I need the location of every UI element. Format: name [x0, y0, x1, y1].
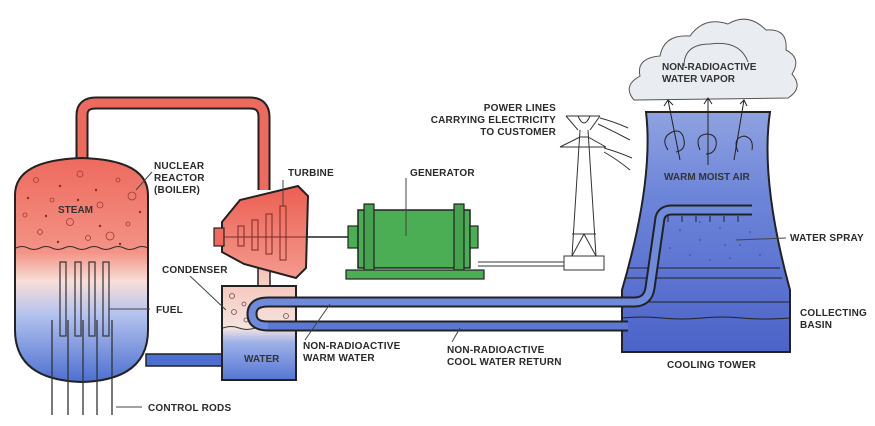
reactor-label-line3: (BOILER)	[154, 185, 200, 196]
turbine-label: TURBINE	[288, 168, 334, 179]
cool-water-label-line1: NON-RADIOACTIVE	[447, 345, 545, 356]
steam-dots	[26, 184, 142, 246]
condenser-label: CONDENSER	[162, 265, 228, 276]
collecting-basin-label-line1: COLLECTING	[800, 308, 867, 319]
control-rods-label: CONTROL RODS	[148, 403, 231, 414]
water-spray-drops	[669, 221, 761, 261]
cooling-water-loop	[246, 204, 752, 332]
fuel-rods	[59, 261, 110, 337]
cloud	[628, 18, 798, 101]
reactor-label-line2: REACTOR	[154, 173, 205, 184]
power-lines-label-line3: TO CUSTOMER	[480, 127, 556, 138]
generator-label: GENERATOR	[410, 168, 475, 179]
water-vapor-label-line2: WATER VAPOR	[662, 74, 736, 85]
power-lines-label-line1: POWER LINES	[484, 103, 556, 114]
cooling-tower	[621, 97, 791, 353]
warm-moist-air-label: WARM MOIST AIR	[664, 172, 751, 183]
nuclear-reactor	[14, 156, 149, 415]
feedwater-pipe	[145, 353, 227, 367]
water-spray-label: WATER SPRAY	[790, 233, 864, 244]
cooling-tower-label: COOLING TOWER	[667, 360, 757, 371]
transmission-tower	[559, 115, 633, 271]
power-cable	[478, 261, 564, 267]
power-lines-label-line2: CARRYING ELECTRICITY	[431, 115, 556, 126]
generator	[345, 203, 485, 280]
cool-water-label-line2: COOL WATER RETURN	[447, 357, 562, 368]
reactor-label-line1: NUCLEAR	[154, 161, 205, 172]
steam-bubbles	[22, 170, 137, 241]
fuel-label: FUEL	[156, 305, 183, 316]
steam-label: STEAM	[58, 205, 93, 216]
turbine	[213, 184, 344, 291]
warm-water-label-line2: WARM WATER	[303, 353, 375, 364]
vapor-arrows	[663, 97, 753, 165]
collecting-basin-label-line2: BASIN	[800, 320, 832, 331]
steam-pipe	[75, 96, 271, 190]
water-label: WATER	[244, 354, 280, 365]
labels: STEAM NUCLEAR REACTOR (BOILER) FUEL CONT…	[58, 62, 867, 414]
control-rods	[51, 320, 113, 415]
warm-water-label-line1: NON-RADIOACTIVE	[303, 341, 401, 352]
water-vapor-label-line1: NON-RADIOACTIVE	[662, 62, 757, 73]
